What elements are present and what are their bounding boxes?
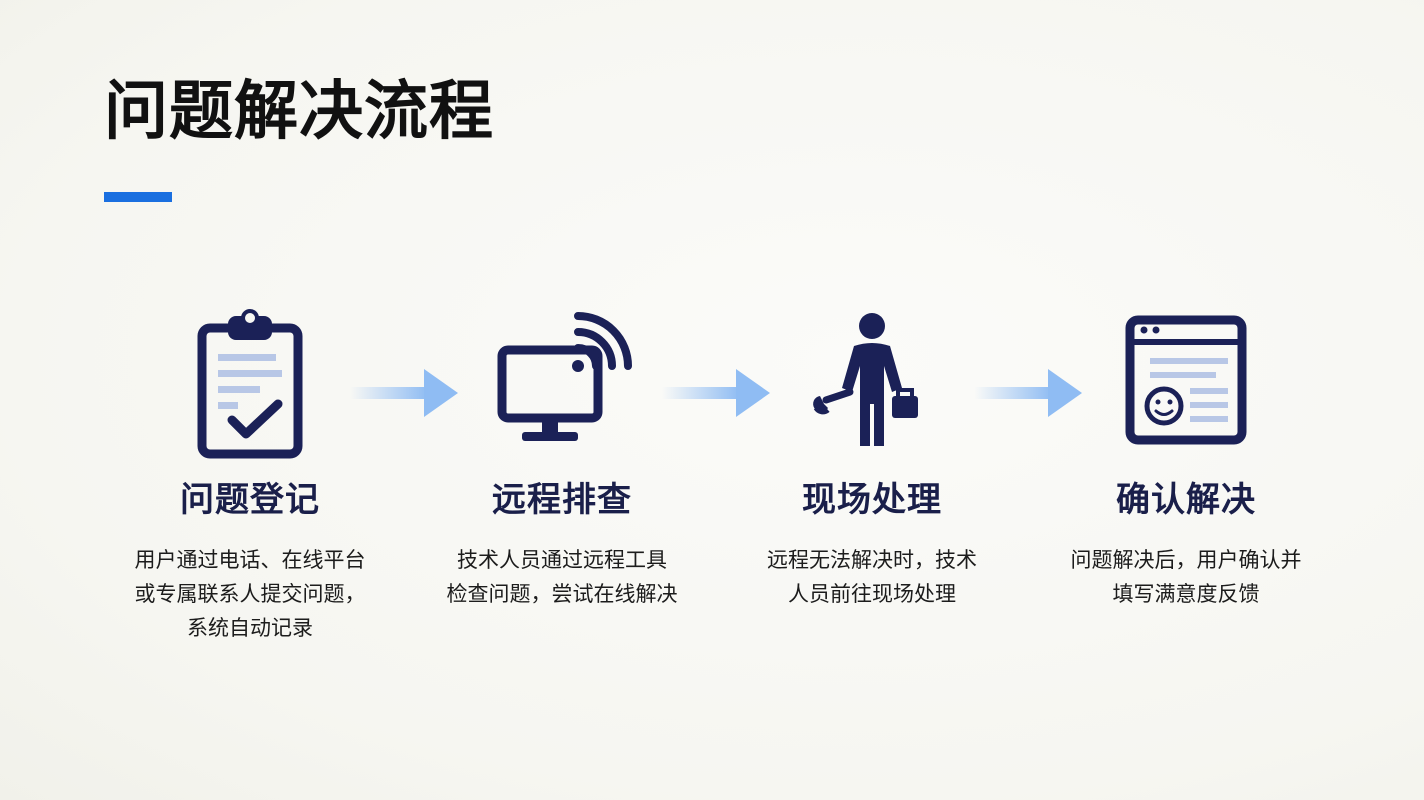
step-title: 问题登记 xyxy=(180,480,320,520)
step-remote-troubleshooting: 远程排查 技术人员通过远程工具 检查问题，尝试在线解决 xyxy=(422,300,702,611)
arrow-right-icon xyxy=(662,369,770,417)
step-description: 技术人员通过远程工具 检查问题，尝试在线解决 xyxy=(446,548,678,606)
title-underline xyxy=(104,192,172,202)
arrow-right-icon xyxy=(350,369,458,417)
clipboard-check-icon xyxy=(197,309,303,459)
monitor-wifi-icon xyxy=(497,312,632,441)
step-confirm-resolution: 确认解决 问题解决后，用户确认并 填写满意度反馈 xyxy=(1046,300,1326,611)
feedback-form-icon xyxy=(1125,315,1247,445)
step-onsite-handling: 现场处理 远程无法解决时，技术 人员前往现场处理 xyxy=(732,300,1012,611)
step-description: 远程无法解决时，技术 人员前往现场处理 xyxy=(767,548,977,606)
step-description: 问题解决后，用户确认并 填写满意度反馈 xyxy=(1070,548,1302,606)
step-title: 确认解决 xyxy=(1116,480,1256,520)
arrow-right-icon xyxy=(974,369,1082,417)
technician-icon xyxy=(813,313,918,446)
page-title: 问题解决流程 xyxy=(104,75,494,149)
step-description: 用户通过电话、在线平台 或专属联系人提交问题， 系统自动记录 xyxy=(134,548,366,640)
step-problem-registration: 问题登记 用户通过电话、在线平台 或专属联系人提交问题， 系统自动记录 xyxy=(110,300,390,645)
step-title: 现场处理 xyxy=(802,480,942,520)
step-title: 远程排查 xyxy=(492,480,632,520)
